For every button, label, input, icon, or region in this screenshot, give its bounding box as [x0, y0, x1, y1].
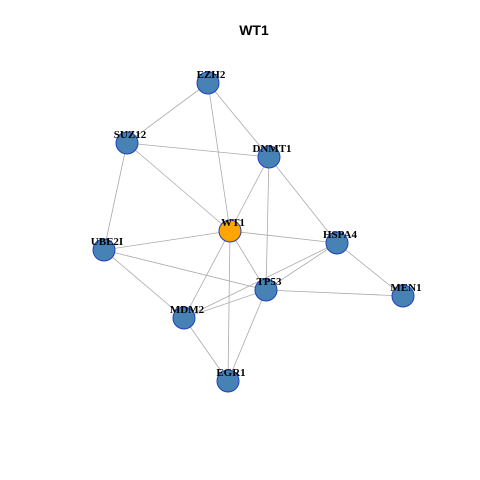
edge-ezh2-wt1 — [207, 82, 231, 232]
edge-wt1-tp53 — [229, 230, 267, 291]
edge-wt1-mdm2 — [183, 230, 231, 319]
node-ube2i: UBE2I — [91, 236, 123, 262]
edge-ube2i-tp53 — [103, 249, 267, 291]
node-label-dnmt1: DNMT1 — [252, 143, 291, 155]
edge-tp53-men1 — [265, 289, 404, 297]
node-label-men1: MEN1 — [390, 282, 421, 294]
node-label-ube2i: UBE2I — [91, 236, 123, 248]
node-mdm2: MDM2 — [170, 304, 205, 330]
edge-ezh2-dnmt1 — [207, 82, 270, 158]
node-label-tp53: TP53 — [256, 276, 282, 288]
edge-mdm2-egr1 — [183, 317, 229, 382]
edge-wt1-egr1 — [227, 230, 231, 382]
edge-ube2i-mdm2 — [103, 249, 185, 319]
node-egr1: EGR1 — [216, 367, 246, 393]
node-ezh2: EZH2 — [196, 69, 226, 95]
node-label-hspa4: HSPA4 — [323, 229, 358, 241]
edge-hspa4-men1 — [336, 242, 404, 297]
node-circle-ezh2 — [196, 71, 220, 95]
node-dnmt1: DNMT1 — [252, 143, 292, 169]
edge-wt1-ube2i — [103, 230, 231, 251]
node-label-ezh2: EZH2 — [197, 69, 226, 81]
node-circle-dnmt1 — [257, 145, 281, 169]
node-label-suz12: SUZ12 — [114, 129, 147, 141]
node-label-wt1: WT1 — [221, 217, 245, 229]
node-circle-tp53 — [254, 278, 278, 302]
graph-title: WT1 — [239, 22, 269, 38]
edge-ezh2-suz12 — [126, 82, 209, 144]
edge-suz12-wt1 — [126, 142, 231, 232]
edge-tp53-mdm2 — [183, 289, 267, 319]
edge-suz12-dnmt1 — [126, 142, 270, 158]
node-hspa4: HSPA4 — [323, 229, 358, 255]
node-circle-men1 — [391, 284, 415, 308]
node-circle-egr1 — [216, 369, 240, 393]
node-tp53: TP53 — [254, 276, 282, 302]
node-circle-suz12 — [115, 131, 139, 155]
edge-dnmt1-tp53 — [265, 156, 270, 291]
node-men1: MEN1 — [390, 282, 422, 308]
node-suz12: SUZ12 — [114, 129, 147, 155]
node-wt1: WT1 — [218, 217, 245, 243]
edge-hspa4-tp53 — [265, 242, 338, 291]
node-circle-mdm2 — [172, 306, 196, 330]
edge-suz12-ube2i — [103, 142, 128, 251]
node-label-mdm2: MDM2 — [170, 304, 205, 316]
node-circle-wt1 — [218, 219, 242, 243]
edge-dnmt1-wt1 — [229, 156, 270, 232]
node-label-egr1: EGR1 — [216, 367, 245, 379]
edge-tp53-egr1 — [227, 289, 267, 382]
node-circle-hspa4 — [325, 231, 349, 255]
edge-dnmt1-hspa4 — [268, 156, 338, 244]
edge-wt1-hspa4 — [229, 230, 338, 244]
node-circle-ube2i — [92, 238, 116, 262]
